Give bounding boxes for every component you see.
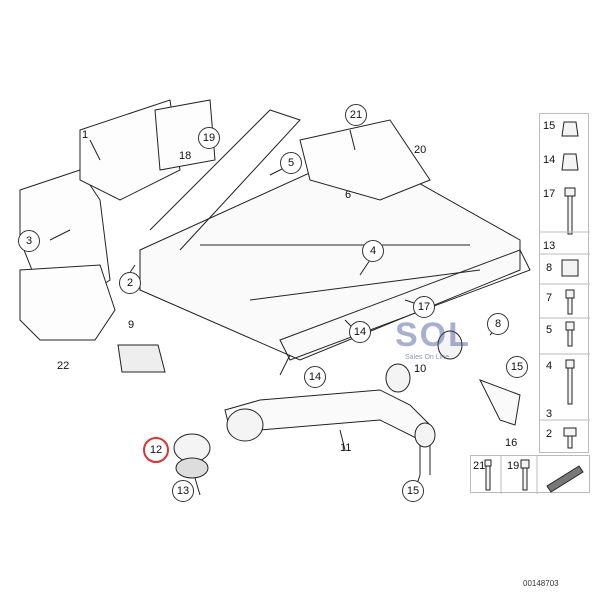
sol-watermark: SOL Sales On Line xyxy=(395,316,471,361)
bottom-panel-drawing xyxy=(484,456,584,494)
callout-18: 18 xyxy=(179,150,192,162)
panel-item-2: 17 xyxy=(543,188,556,200)
panel-fasteners xyxy=(540,121,590,449)
diagram-code: 00148703 xyxy=(523,579,559,588)
clip-shape xyxy=(117,344,166,373)
skid-plate-shape xyxy=(19,264,116,341)
callout-15a: 15 xyxy=(506,356,528,378)
bottom-parts-panel: 21 19 xyxy=(470,455,590,494)
panel-item-4: 8 xyxy=(546,262,553,274)
panel-item-3: 13 xyxy=(543,240,556,252)
watermark-tagline: Sales On Line xyxy=(405,354,449,361)
callout-1: 1 xyxy=(82,129,89,141)
left-shield xyxy=(79,99,181,201)
panel-item-7: 4 xyxy=(546,360,553,372)
panel-item-5: 7 xyxy=(546,292,553,304)
callout-12: 12 xyxy=(143,437,169,463)
callout-17: 17 xyxy=(413,296,435,318)
panel-item-1: 14 xyxy=(543,154,556,166)
part-8-shape xyxy=(437,330,463,360)
subframe-rear-beam xyxy=(279,249,531,361)
heat-shield-shape xyxy=(154,99,216,171)
panel-item-9: 2 xyxy=(546,428,553,440)
bottom-item-1: 19 xyxy=(507,460,520,472)
callout-11: 11 xyxy=(340,442,352,454)
strut-shape xyxy=(478,379,521,426)
panel-item-6: 5 xyxy=(546,324,553,336)
callout-19: 19 xyxy=(198,127,220,149)
callout-2: 2 xyxy=(119,272,141,294)
callout-5: 5 xyxy=(280,152,302,174)
callout-14a: 14 xyxy=(349,321,371,343)
callout-22: 22 xyxy=(57,360,70,372)
callout-14b: 14 xyxy=(304,366,326,388)
callout-6: 6 xyxy=(345,189,352,201)
control-arm-bushing xyxy=(226,408,264,442)
callout-13: 13 xyxy=(172,480,194,502)
subframe-front-beam xyxy=(149,109,301,251)
callout-4: 4 xyxy=(362,240,384,262)
callout-9: 9 xyxy=(128,319,135,331)
bushing-13-shape xyxy=(175,457,209,479)
panel-item-0: 15 xyxy=(543,120,556,132)
plate-shape xyxy=(299,119,431,201)
callout-10: 10 xyxy=(414,363,427,375)
bottom-item-0: 21 xyxy=(473,460,486,472)
panel-item-8: 3 xyxy=(546,408,553,420)
parts-panel: 15 14 17 13 8 7 5 4 3 2 xyxy=(539,113,590,453)
ball-joint xyxy=(414,422,436,448)
callout-16: 16 xyxy=(505,437,518,449)
watermark-logo: SOL xyxy=(395,316,471,354)
part-10-shape xyxy=(385,363,411,393)
callout-3: 3 xyxy=(18,230,40,252)
callout-15b: 15 xyxy=(402,480,424,502)
callout-8: 8 xyxy=(487,313,509,335)
ball-stud xyxy=(419,445,431,475)
subframe-crossbar xyxy=(200,244,481,301)
callout-20: 20 xyxy=(414,144,427,156)
callout-21: 21 xyxy=(345,104,367,126)
